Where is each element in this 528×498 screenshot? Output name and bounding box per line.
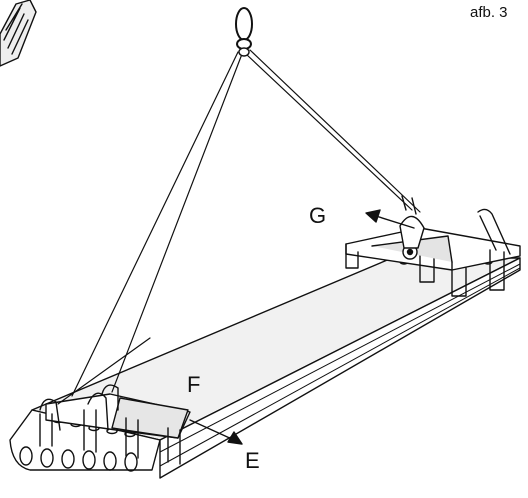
arrow-g bbox=[365, 209, 415, 229]
master-link bbox=[235, 7, 253, 57]
arrow-e bbox=[189, 419, 243, 445]
cable-left-inner bbox=[111, 53, 243, 393]
previous-figure-fragment bbox=[0, 0, 37, 67]
cable-right-inner bbox=[249, 49, 421, 213]
label-f: F bbox=[187, 372, 201, 397]
label-g: G bbox=[309, 203, 327, 228]
lifting-cables bbox=[57, 49, 421, 405]
label-e: E bbox=[245, 448, 260, 473]
figure-caption: afb. 3 bbox=[470, 4, 508, 21]
clamp-far bbox=[345, 195, 521, 297]
cable-left-outer bbox=[71, 51, 239, 397]
hollow-cores bbox=[19, 446, 138, 472]
clamp-near bbox=[39, 384, 191, 465]
slab-side-face bbox=[159, 257, 521, 479]
slab-end-face bbox=[9, 409, 161, 471]
concrete-slab bbox=[9, 257, 521, 479]
cable-right-outer bbox=[245, 53, 413, 211]
